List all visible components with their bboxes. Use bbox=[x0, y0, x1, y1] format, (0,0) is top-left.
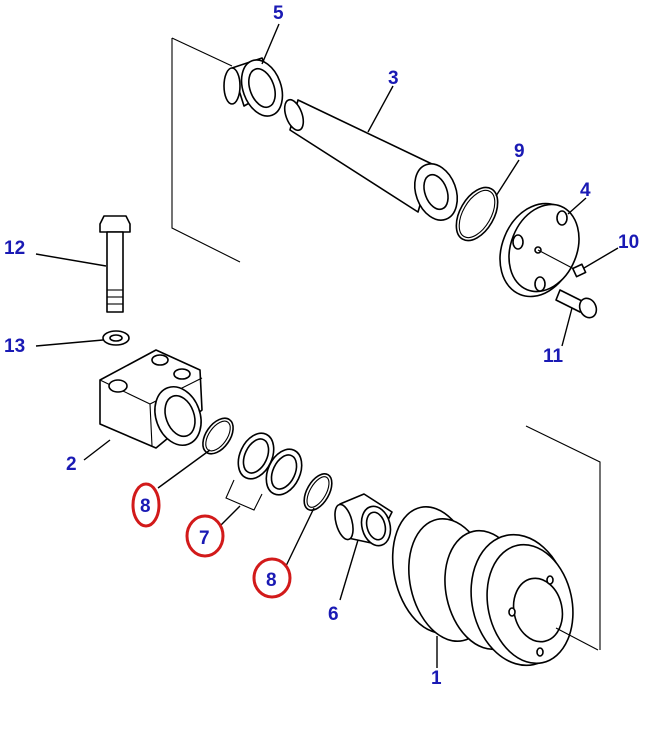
part-12-bolt bbox=[99, 215, 131, 313]
part-6-bushing bbox=[334, 493, 393, 547]
label-3: 3 bbox=[388, 68, 399, 89]
label-10: 10 bbox=[618, 232, 639, 253]
part-10-plug bbox=[537, 249, 587, 278]
part-2-housing bbox=[99, 349, 203, 449]
label-1: 1 bbox=[431, 668, 442, 689]
lower-frame-outline bbox=[525, 425, 601, 650]
label-12: 12 bbox=[4, 238, 25, 259]
label-6: 6 bbox=[328, 604, 339, 625]
leader-lines bbox=[35, 23, 619, 668]
label-7: 7 bbox=[199, 528, 210, 549]
label-4: 4 bbox=[580, 180, 591, 201]
highlight-8b bbox=[252, 557, 292, 599]
highlight-circles bbox=[131, 482, 292, 599]
part-8-o-ring-right bbox=[303, 473, 333, 511]
label-9: 9 bbox=[514, 141, 525, 162]
part-13-washer bbox=[102, 330, 130, 346]
highlight-7 bbox=[185, 514, 225, 558]
part-7-floating-seal bbox=[225, 432, 303, 511]
label-13: 13 bbox=[4, 336, 25, 357]
label-2: 2 bbox=[66, 454, 77, 475]
part-8-o-ring-left bbox=[202, 417, 234, 455]
part-4-cover bbox=[499, 202, 580, 298]
upper-frame-outline bbox=[171, 37, 241, 263]
part-1-roller bbox=[391, 506, 599, 667]
part-3-shaft bbox=[283, 98, 459, 221]
callout-labels: 5 3 9 4 10 11 12 13 2 8 7 8 6 1 bbox=[4, 3, 639, 689]
part-11-bolt bbox=[555, 289, 598, 319]
label-11: 11 bbox=[543, 346, 564, 367]
label-5: 5 bbox=[273, 3, 284, 24]
part-9-o-ring bbox=[455, 186, 499, 242]
highlight-8a bbox=[131, 482, 161, 528]
label-8b: 8 bbox=[266, 570, 277, 591]
part-5-bushing bbox=[223, 57, 284, 117]
label-8a: 8 bbox=[140, 496, 151, 517]
